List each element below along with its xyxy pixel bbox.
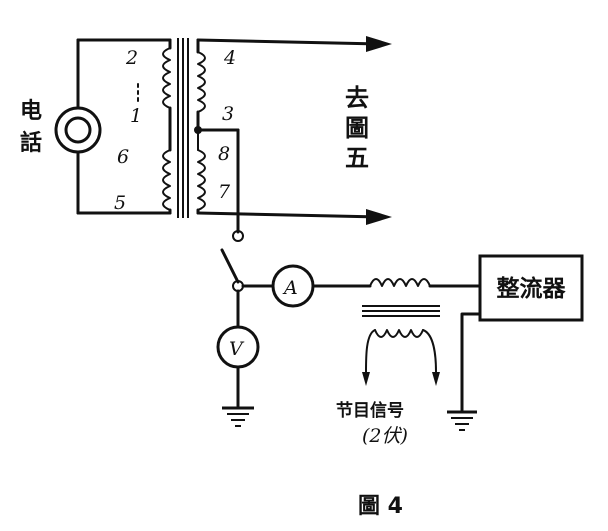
rectifier: 整流器 bbox=[478, 254, 584, 322]
figure-caption: 圖 4 bbox=[358, 494, 403, 519]
destination-line-2: 圖 bbox=[345, 114, 369, 142]
voltmeter-symbol: V bbox=[229, 338, 245, 360]
phone-label-bottom: 話 bbox=[20, 130, 42, 156]
coupling-transformer bbox=[362, 278, 482, 386]
phone-label-top: 电 bbox=[20, 99, 42, 124]
rectifier-label: 整流器 bbox=[497, 275, 567, 302]
voltmeter: V bbox=[216, 325, 260, 369]
ground-symbol-left bbox=[222, 406, 254, 427]
output-leads bbox=[196, 36, 392, 225]
program-signal-label: 节目信号 bbox=[336, 400, 404, 421]
pin-3: 3 bbox=[222, 103, 234, 125]
pin-7: 7 bbox=[218, 181, 231, 203]
telephone-icon bbox=[54, 106, 102, 154]
destination-line-1: 去 bbox=[345, 84, 369, 112]
pin-4: 4 bbox=[223, 47, 236, 69]
transformer-core bbox=[177, 38, 189, 218]
tap-junction bbox=[194, 126, 202, 134]
secondary-winding bbox=[194, 38, 240, 215]
primary-winding bbox=[137, 38, 172, 215]
pin-5: 5 bbox=[114, 192, 126, 214]
program-signal-voltage: (2伏) bbox=[362, 425, 408, 447]
telephone-loop bbox=[76, 38, 172, 215]
pin-2: 2 bbox=[125, 47, 138, 69]
selector-switch bbox=[220, 230, 244, 292]
destination-line-3: 五 bbox=[345, 144, 369, 172]
ammeter: A bbox=[271, 264, 315, 308]
pin-6: 6 bbox=[117, 146, 129, 168]
ground-symbol-right bbox=[447, 410, 477, 431]
rectifier-ground-lead bbox=[460, 312, 482, 412]
pin-1: 1 bbox=[130, 105, 142, 127]
ammeter-symbol: A bbox=[282, 277, 298, 299]
pin-8: 8 bbox=[218, 143, 230, 165]
